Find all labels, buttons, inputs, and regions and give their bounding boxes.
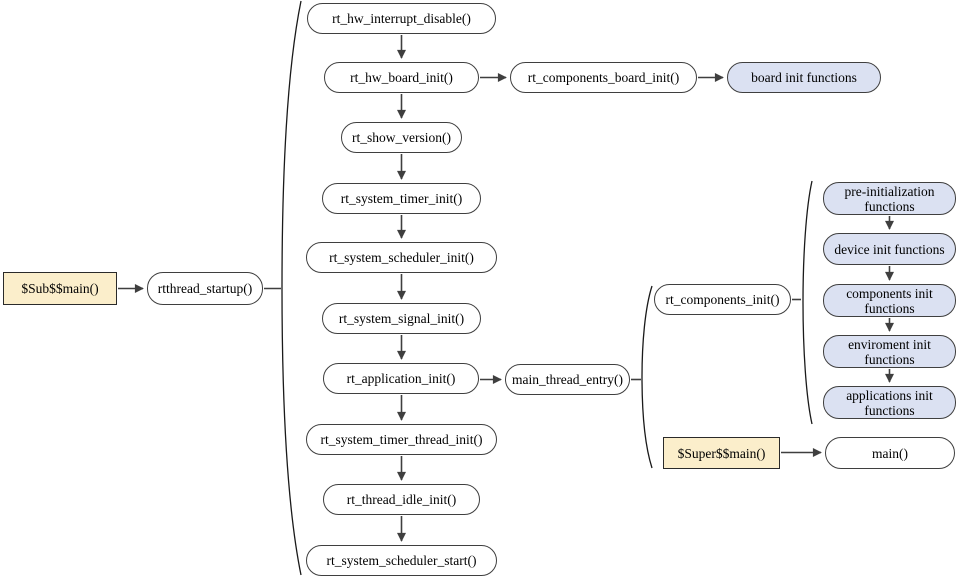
node-label-rt-show-version: rt_show_version(): [352, 130, 451, 145]
node-label-rt-components-board-init: rt_components_board_init(): [527, 70, 680, 85]
main-thread-brace: [641, 285, 653, 469]
node-rt-system-scheduler-init: rt_system_scheduler_init(): [306, 242, 497, 273]
node-label-rtthread-startup: rtthread_startup(): [157, 281, 253, 296]
node-rt-hw-board-init: rt_hw_board_init(): [324, 62, 479, 93]
node-rt-components-board-init: rt_components_board_init(): [510, 62, 697, 93]
node-main: main(): [825, 437, 955, 469]
node-rt-system-signal-init: rt_system_signal_init(): [322, 303, 481, 334]
node-label-rt-system-scheduler-init: rt_system_scheduler_init(): [329, 250, 474, 265]
node-board-init-functions: board init functions: [727, 62, 881, 93]
node-label-main: main(): [872, 445, 908, 461]
node-label-rt-system-timer-thread-init: rt_system_timer_thread_init(): [320, 432, 483, 447]
node-rt-system-timer-thread-init: rt_system_timer_thread_init(): [306, 424, 497, 455]
node-label-applications-init-functions: applications init functions: [846, 387, 933, 418]
startup-brace: [281, 0, 302, 576]
components-brace: [802, 180, 813, 425]
node-enviroment-init-functions: enviroment init functions: [823, 335, 956, 368]
node-label-device-init-functions: device init functions: [834, 241, 945, 257]
node-main-thread-entry: main_thread_entry(): [505, 364, 630, 395]
node-label-rt-hw-interrupt-disable: rt_hw_interrupt_disable(): [332, 11, 471, 26]
node-rt-thread-idle-init: rt_thread_idle_init(): [323, 484, 480, 515]
node-super-main: $Super$$main(): [663, 437, 780, 469]
node-rtthread-startup: rtthread_startup(): [147, 272, 263, 305]
node-label-rt-components-init: rt_components_init(): [665, 292, 780, 307]
node-applications-init-functions: applications init functions: [823, 386, 956, 419]
node-label-enviroment-init-functions: enviroment init functions: [848, 336, 931, 367]
node-label-components-init-functions: components init functions: [846, 285, 933, 316]
node-rt-show-version: rt_show_version(): [341, 122, 462, 153]
node-device-init-functions: device init functions: [823, 233, 956, 265]
node-rt-system-scheduler-start: rt_system_scheduler_start(): [306, 545, 497, 576]
node-label-rt-system-timer-init: rt_system_timer_init(): [340, 191, 463, 206]
node-label-super-main: $Super$$main(): [677, 445, 766, 461]
node-rt-hw-interrupt-disable: rt_hw_interrupt_disable(): [307, 3, 496, 34]
node-label-rt-thread-idle-init: rt_thread_idle_init(): [346, 492, 457, 507]
node-label-rt-system-scheduler-start: rt_system_scheduler_start(): [326, 553, 477, 568]
node-label-pre-initialization-functions: pre-initialization functions: [844, 183, 935, 214]
node-pre-initialization-functions: pre-initialization functions: [823, 182, 956, 215]
node-label-rt-application-init: rt_application_init(): [346, 371, 456, 386]
node-components-init-functions: components init functions: [823, 284, 956, 317]
node-label-sub-main: $Sub$$main(): [21, 281, 99, 296]
node-label-main-thread-entry: main_thread_entry(): [512, 372, 623, 387]
node-sub-main: $Sub$$main(): [3, 272, 117, 305]
node-rt-system-timer-init: rt_system_timer_init(): [322, 183, 481, 214]
node-label-board-init-functions: board init functions: [751, 70, 857, 85]
node-label-rt-system-signal-init: rt_system_signal_init(): [338, 311, 465, 326]
node-label-rt-hw-board-init: rt_hw_board_init(): [350, 70, 453, 85]
node-rt-components-init: rt_components_init(): [654, 284, 791, 315]
node-rt-application-init: rt_application_init(): [323, 363, 479, 394]
